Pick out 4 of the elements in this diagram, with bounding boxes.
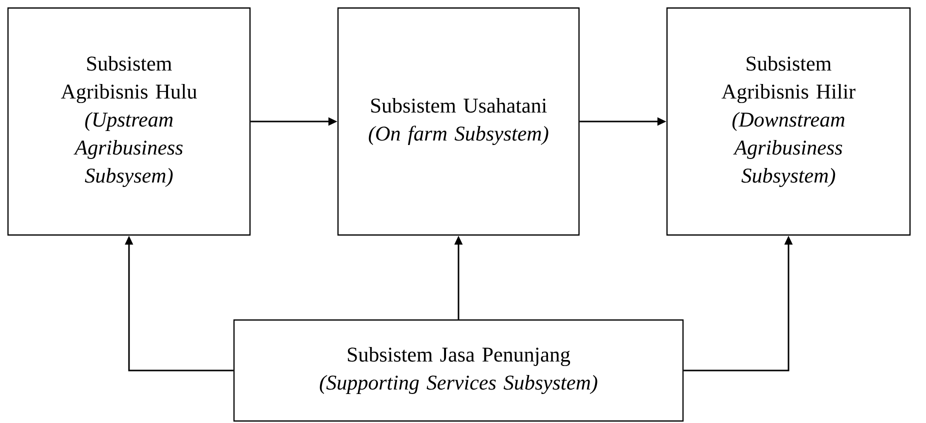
process-box: Subsistem Usahatani (On farm Subsystem) — [337, 7, 580, 236]
process-box: Subsistem Agribisnis Hilir (Downstream Agribusiness Subsystem) — [666, 7, 911, 236]
process-box: Subsistem Jasa Penunjang (Supporting Services Subsystem) — [233, 319, 684, 422]
process-box: Subsistem Agribisnis Hulu (Upstream Agribusiness Subsysem) — [7, 7, 251, 236]
